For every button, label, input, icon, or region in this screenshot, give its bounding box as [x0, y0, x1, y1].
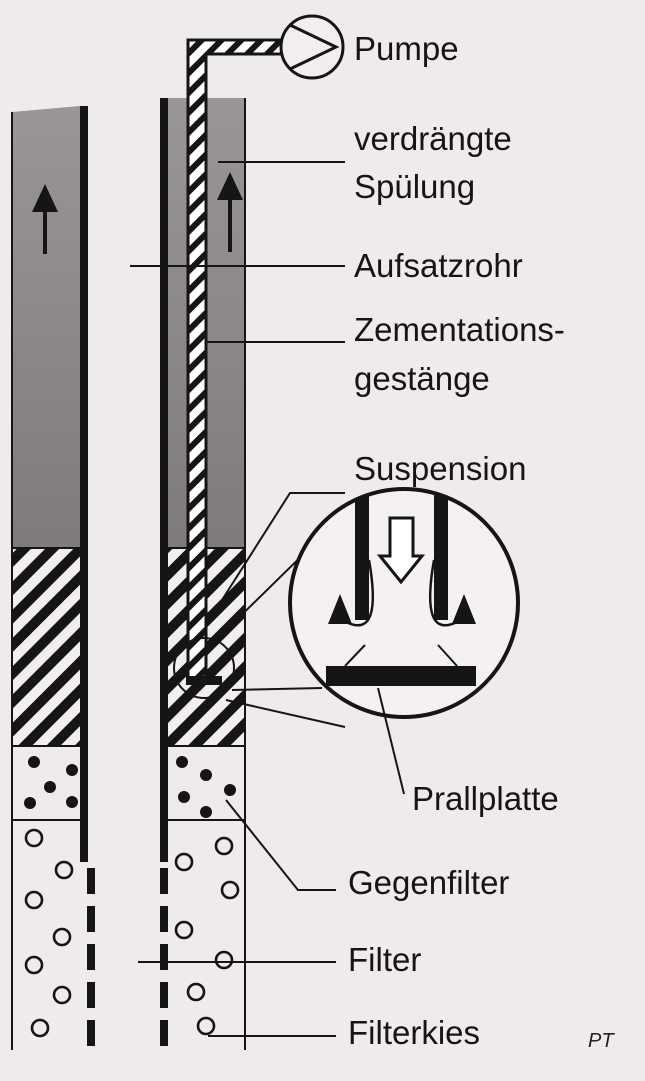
zoom-source-circle [173, 637, 235, 699]
counter-filter-grains-right [176, 756, 236, 818]
right-well [160, 38, 284, 1058]
open-circle [214, 950, 234, 970]
filled-dot [28, 756, 40, 768]
open-circle [24, 955, 44, 975]
open-circle [52, 927, 72, 947]
filled-dot [66, 796, 78, 808]
up-arrow [452, 594, 476, 624]
filled-dot [66, 764, 78, 776]
open-circle [54, 860, 74, 880]
label-riser-pipe: Aufsatzrohr [354, 247, 523, 284]
open-circle [196, 1016, 216, 1036]
label-cementing-rod-2: gestänge [354, 360, 490, 397]
filled-dot [200, 806, 212, 818]
counter-filter-grains-left [24, 756, 78, 809]
up-arrow [217, 172, 243, 252]
baffle-plate-small [186, 676, 222, 685]
open-circle [220, 880, 240, 900]
open-circle [30, 1018, 50, 1038]
open-circle [174, 920, 194, 940]
label-displaced-flush-1: verdrängte [354, 120, 512, 157]
zoom-baffle-plate [326, 666, 476, 686]
open-circle [174, 852, 194, 872]
label-cementing-rod-1: Zementations- [354, 311, 565, 348]
open-circle [52, 985, 72, 1005]
filter-gravel-right [174, 836, 240, 1036]
left-displaced-fluid [12, 106, 80, 548]
open-circle [24, 890, 44, 910]
open-circle [214, 836, 234, 856]
left-suspension-zone [12, 548, 80, 746]
label-filter: Filter [348, 941, 422, 978]
open-circle [24, 828, 44, 848]
open-circle [186, 982, 206, 1002]
filled-dot [44, 781, 56, 793]
up-arrow [32, 184, 58, 254]
filter-gravel-left [24, 828, 74, 1038]
filled-dot [224, 784, 236, 796]
filled-dot [176, 756, 188, 768]
label-suspension: Suspension [354, 450, 527, 487]
pump-icon [279, 14, 345, 80]
label-counter-filter: Gegenfilter [348, 864, 510, 901]
filled-dot [178, 791, 190, 803]
down-arrow-icon [376, 516, 426, 585]
credit-mark: PT [588, 1030, 614, 1052]
zoom-detail [215, 487, 520, 728]
label-filter-gravel: Filterkies [348, 1014, 481, 1051]
label-baffle-plate: Prallplatte [412, 780, 559, 817]
up-arrow [328, 594, 352, 624]
filled-dot [200, 769, 212, 781]
leader-lines [130, 161, 405, 1037]
left-annulus [11, 106, 95, 1058]
filled-dot [24, 797, 36, 809]
label-displaced-flush-2: Spülung [354, 168, 476, 205]
label-pump: Pumpe [354, 30, 459, 67]
